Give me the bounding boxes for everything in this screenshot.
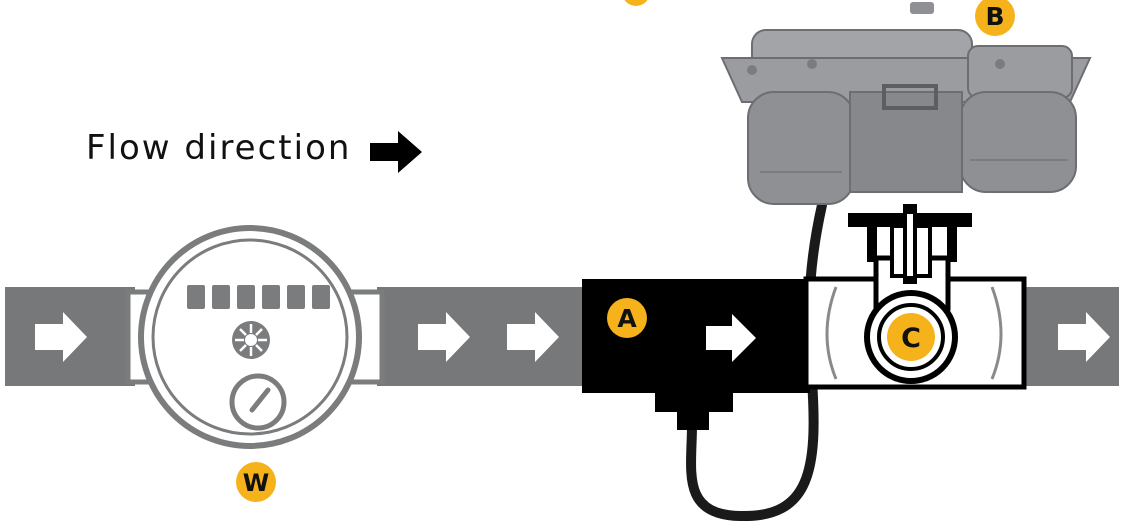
valve-actuator bbox=[720, 2, 1092, 205]
meter-dial-icon bbox=[229, 373, 287, 431]
flow-direction-label: Flow direction bbox=[86, 128, 352, 168]
pipe-arrow-icon bbox=[35, 312, 87, 362]
svg-text:B: B bbox=[985, 2, 1004, 31]
badge-b: B bbox=[975, 0, 1015, 36]
meter-wheel-icon bbox=[232, 321, 270, 359]
svg-text:W: W bbox=[243, 469, 269, 497]
badge-a: A bbox=[607, 298, 647, 338]
sensor-arrow-icon bbox=[706, 314, 756, 362]
badge-w: W bbox=[236, 462, 276, 502]
svg-text:A: A bbox=[617, 304, 637, 333]
water-meter bbox=[125, 225, 385, 449]
pipe-arrow-icon bbox=[418, 312, 470, 362]
badge-c: C bbox=[887, 313, 935, 361]
badge-partial bbox=[624, 0, 648, 6]
pipe-arrow-icon bbox=[507, 312, 559, 362]
svg-text:C: C bbox=[901, 323, 921, 354]
pipe-arrow-icon bbox=[1058, 312, 1110, 362]
right-arrow-icon bbox=[370, 131, 422, 173]
